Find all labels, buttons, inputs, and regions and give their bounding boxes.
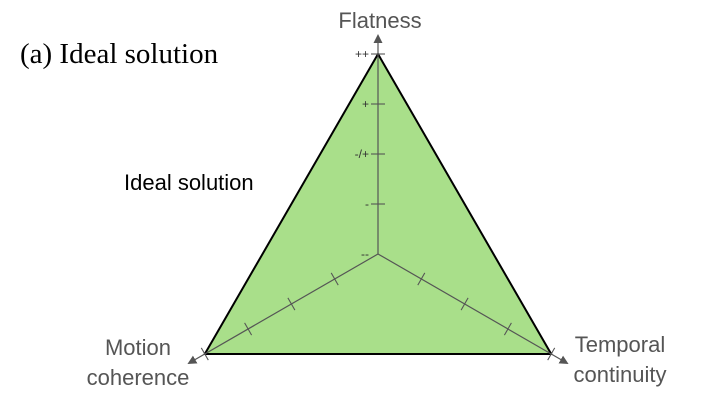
tick-mark-motion_coherence-2: [287, 297, 296, 311]
panel-title: (a) Ideal solution: [20, 38, 219, 70]
tick-label-0: --: [361, 247, 369, 261]
tick-label-2: -/+: [355, 147, 369, 161]
tick-mark-temporal_continuity-1: [417, 272, 426, 286]
axis-line-temporal_continuity: [377, 253, 569, 364]
axis-label-flatness: Flatness: [338, 8, 421, 33]
tick-label-4: ++: [355, 47, 369, 61]
axis-line-motion_coherence: [187, 253, 379, 364]
tick-mark-motion_coherence-1: [330, 272, 339, 286]
tick-mark-temporal_continuity-3: [503, 322, 512, 336]
tick-label-3: +: [362, 97, 369, 111]
tick-label-1: -: [365, 197, 369, 211]
tick-mark-motion_coherence-4: [200, 347, 209, 361]
tick-mark-temporal_continuity-2: [460, 297, 469, 311]
tick-mark-temporal_continuity-4: [547, 347, 556, 361]
tick-mark-motion_coherence-3: [244, 322, 253, 336]
series-label: Ideal solution: [124, 170, 254, 195]
